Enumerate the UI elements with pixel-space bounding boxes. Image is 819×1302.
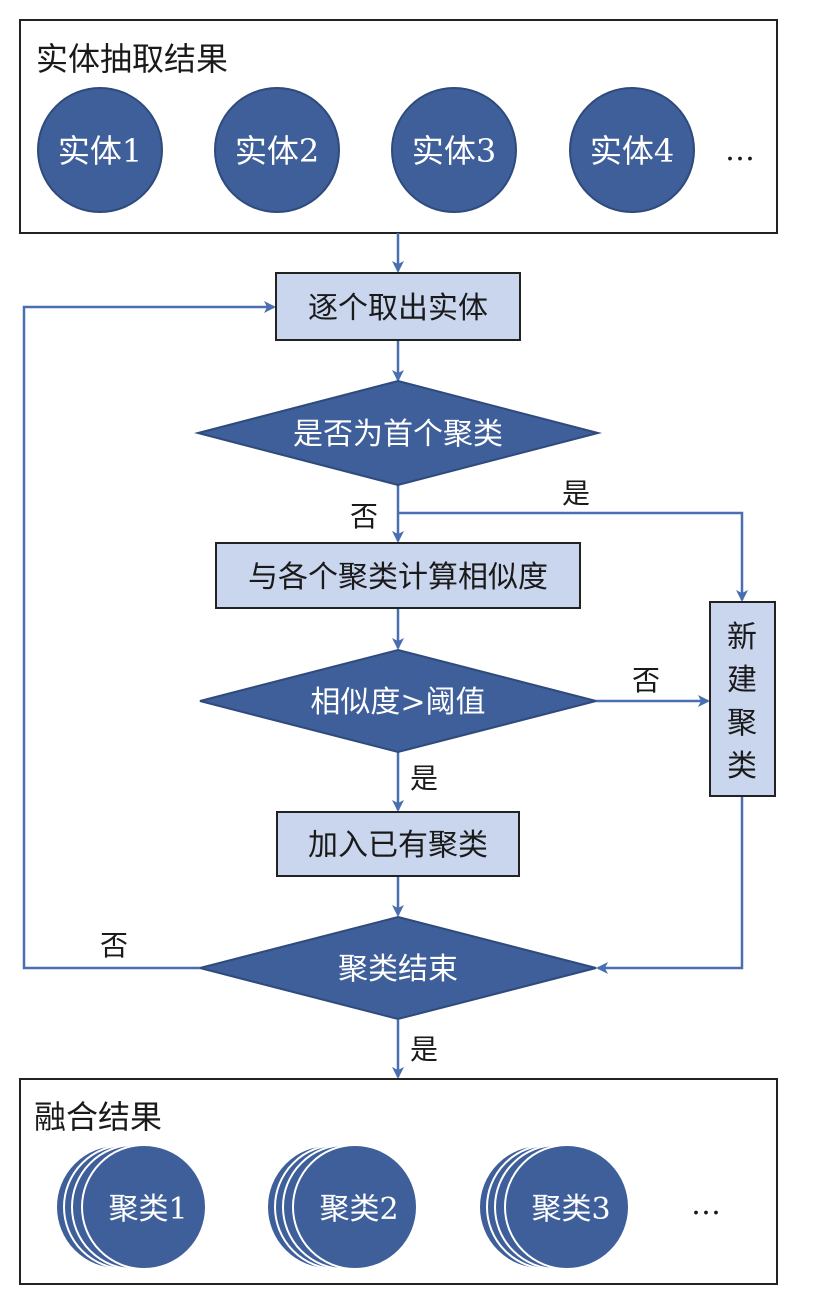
cluster-stack-3: 聚类3 — [478, 1144, 630, 1270]
new-cluster-char-3: 聚 — [727, 706, 757, 741]
label-threshold-no: 否 — [632, 664, 660, 697]
new-cluster-char-2: 建 — [727, 663, 757, 698]
label-end-yes: 是 — [410, 1033, 438, 1066]
label-first-yes: 是 — [562, 477, 590, 510]
new-cluster-box: 新 建 聚 类 — [709, 601, 776, 797]
join-cluster-box: 加入已有聚类 — [276, 811, 520, 877]
end-decision: 聚类结束 — [199, 915, 597, 1021]
entity-node-2: 实体2 — [214, 87, 340, 213]
join-cluster-label: 加入已有聚类 — [308, 828, 488, 863]
take-entity-label: 逐个取出实体 — [308, 291, 488, 326]
entity-node-1-label: 实体1 — [58, 132, 142, 170]
label-first-no: 否 — [350, 500, 378, 533]
compute-similarity-label: 与各个聚类计算相似度 — [248, 560, 548, 595]
cluster-ellipsis: … — [691, 1187, 721, 1222]
label-threshold-yes: 是 — [410, 762, 438, 795]
cluster-stack-1: 聚类1 — [55, 1144, 207, 1270]
threshold-decision-label: 相似度>阈值 — [310, 685, 485, 720]
entity-panel-title: 实体抽取结果 — [36, 40, 228, 78]
first-cluster-decision: 是否为首个聚类 — [194, 379, 602, 487]
threshold-decision: 相似度>阈值 — [199, 648, 597, 754]
new-cluster-char-4: 类 — [727, 749, 757, 784]
cluster-stack-1-label: 聚类1 — [108, 1192, 187, 1227]
cluster-stack-3-label: 聚类3 — [531, 1192, 610, 1227]
cluster-stack-2: 聚类2 — [266, 1144, 418, 1270]
label-end-no: 否 — [100, 929, 128, 962]
new-cluster-char-1: 新 — [727, 620, 757, 655]
entity-node-2-label: 实体2 — [235, 132, 319, 170]
cluster-stack-2-label: 聚类2 — [319, 1192, 398, 1227]
entity-node-4: 实体4 — [569, 87, 695, 213]
entity-node-3-label: 实体3 — [412, 132, 496, 170]
take-entity-box: 逐个取出实体 — [275, 272, 521, 341]
entity-node-4-label: 实体4 — [590, 132, 674, 170]
compute-similarity-box: 与各个聚类计算相似度 — [215, 542, 581, 609]
entity-ellipsis: … — [725, 133, 755, 168]
arrow-new-to-end — [596, 797, 744, 974]
arrow-first-yes — [398, 511, 748, 602]
end-decision-label: 聚类结束 — [338, 952, 458, 987]
first-cluster-decision-label: 是否为首个聚类 — [293, 417, 503, 452]
connectors — [22, 233, 748, 1079]
entity-node-3: 实体3 — [391, 87, 517, 213]
arrow-end-no-loop — [22, 301, 276, 970]
fusion-panel-title: 融合结果 — [34, 1098, 162, 1136]
entity-node-1: 实体1 — [37, 87, 163, 213]
